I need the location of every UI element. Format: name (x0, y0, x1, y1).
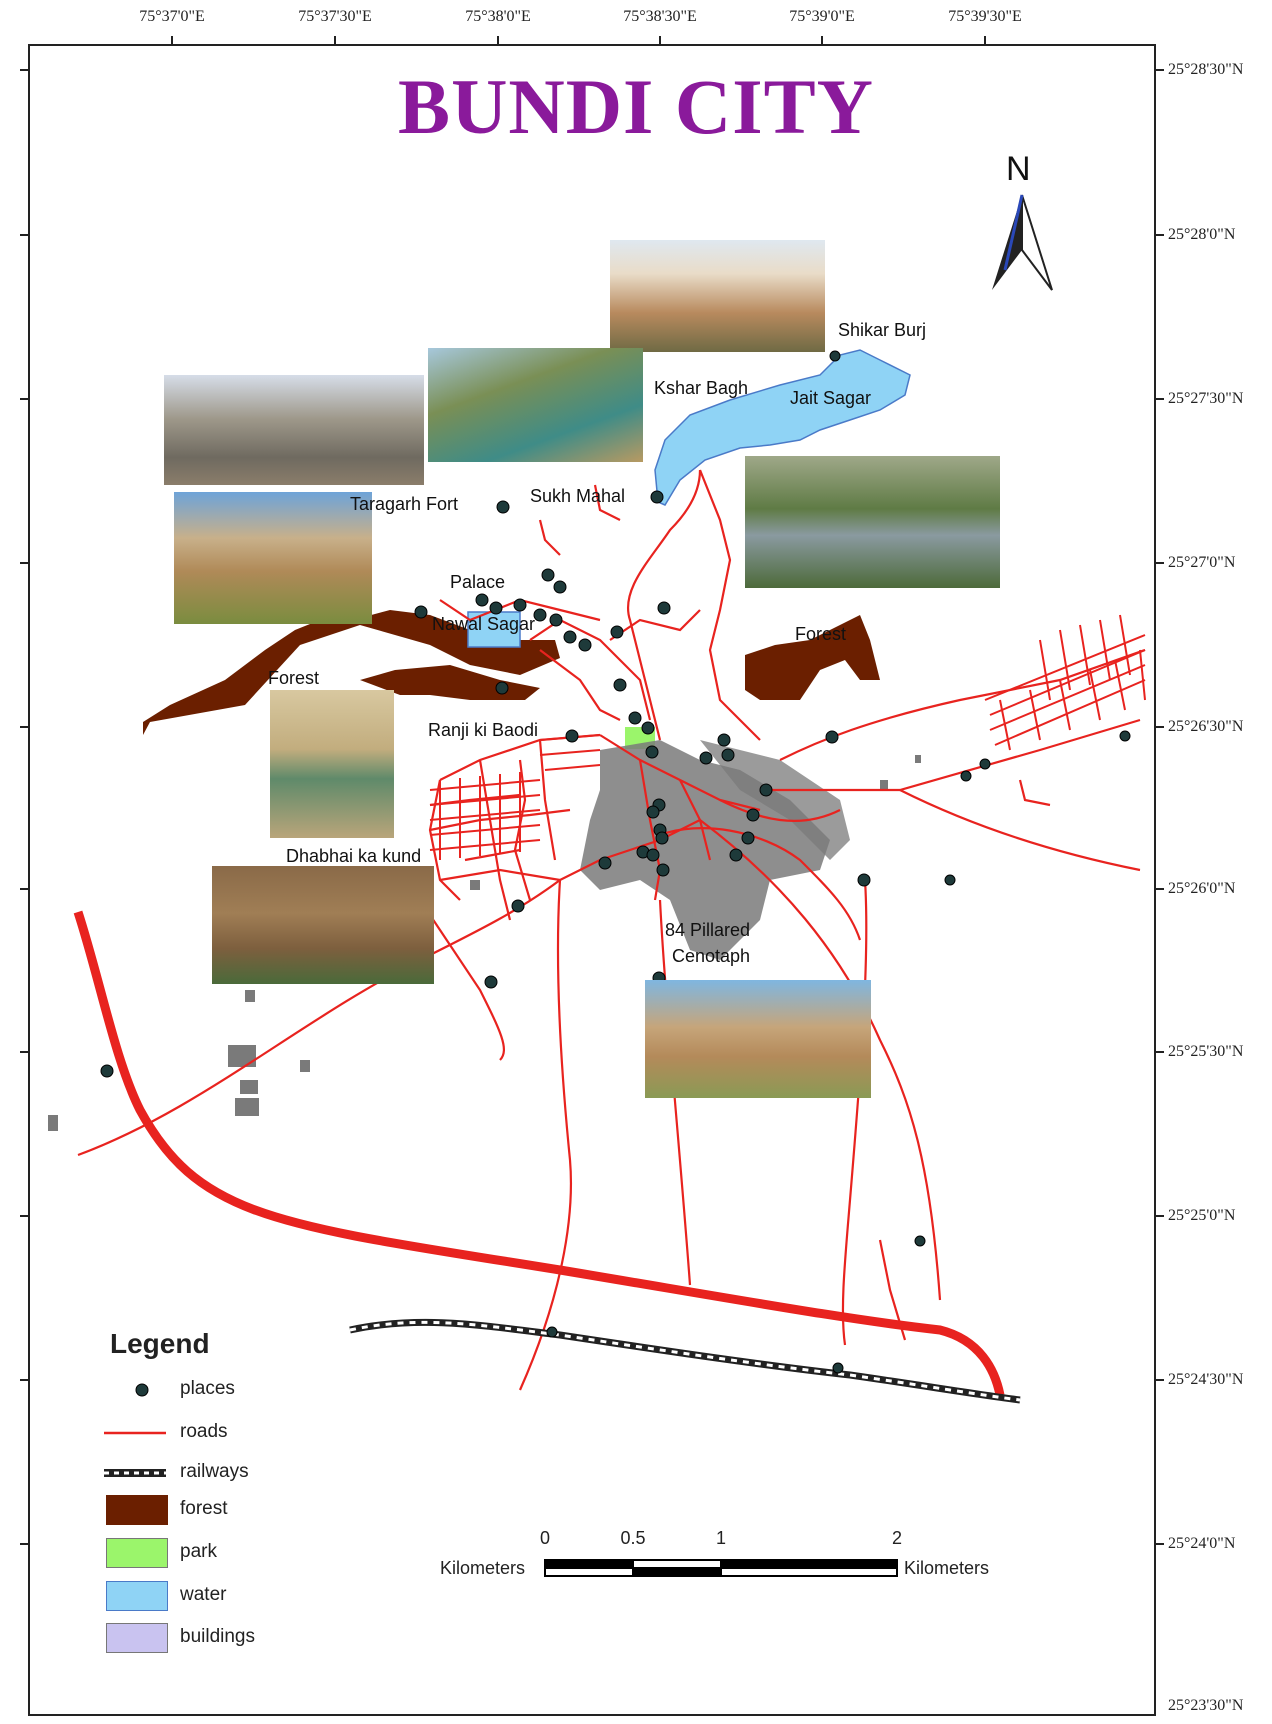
kshar-bagh-photo (428, 348, 643, 462)
scale-tick-label: 0.5 (620, 1528, 646, 1548)
railway-line (349, 1318, 1021, 1404)
cenotaph-photo (645, 980, 871, 1098)
scale-bar (544, 1559, 898, 1577)
map-frame (28, 44, 1156, 1716)
legend-item-places: places (100, 1372, 360, 1408)
legend-label: places (180, 1378, 235, 1399)
latitude-label: 25°26'0"N (1168, 880, 1236, 897)
forest-swatch (106, 1495, 168, 1525)
water-swatch (106, 1581, 168, 1611)
park-swatch (106, 1538, 168, 1568)
taragarh-fort-photo (164, 375, 424, 485)
latitude-label: 25°25'30"N (1168, 1043, 1244, 1060)
label-kshar-bagh: Kshar Bagh (654, 378, 749, 398)
ranji-ki-baodi-photo (270, 690, 394, 838)
buildings-swatch (106, 1623, 168, 1653)
legend-label: forest (180, 1498, 228, 1519)
legend-item-forest: forest (100, 1492, 360, 1528)
label-jait-sagar: Jait Sagar (790, 388, 872, 408)
latitude-label: 25°28'30"N (1168, 61, 1244, 78)
dhabhai-ka-kund-photo (212, 866, 434, 984)
scale-unit-right: Kilometers (904, 1558, 990, 1578)
legend-item-water: water (100, 1578, 360, 1614)
longitude-label: 75°37'30"E (298, 8, 372, 25)
legend-item-park: park (100, 1535, 360, 1571)
legend-item-roads: roads (100, 1415, 360, 1451)
latitude-label: 25°25'0"N (1168, 1207, 1236, 1224)
latitude-label: 25°26'30"N (1168, 718, 1244, 735)
legend-label: roads (180, 1421, 228, 1442)
jait-sagar-photo (745, 456, 1000, 588)
longitude-label: 75°37'0"E (139, 8, 205, 25)
roads-symbol-icon (104, 1431, 166, 1435)
palace-photo (174, 492, 372, 624)
label-forest-east: Forest (795, 624, 847, 644)
longitude-label: 75°38'0"E (465, 8, 531, 25)
places-symbol-icon (135, 1383, 149, 1397)
legend-item-railways: railways (100, 1455, 360, 1491)
latitude-label: 25°23'30"N (1168, 1697, 1244, 1714)
label-taragarh-fort: Taragarh Fort (350, 494, 459, 514)
shikar-burj-photo (610, 240, 825, 352)
road-network (73, 469, 1146, 1396)
label-nawal-sagar: Nawal Sagar (432, 614, 536, 634)
scale-tick-label: 1 (715, 1528, 727, 1548)
label-palace: Palace (450, 572, 506, 592)
label-sukh-mahal: Sukh Mahal (530, 486, 626, 506)
legend-label: buildings (180, 1626, 255, 1647)
label-dhabhai-ka-kund: Dhabhai ka kund (286, 846, 422, 866)
forest-east-area (745, 615, 880, 700)
latitude-label: 25°27'30"N (1168, 390, 1244, 407)
longitude-label: 75°39'30"E (948, 8, 1022, 25)
longitude-label: 75°38'30"E (623, 8, 697, 25)
legend-label: railways (180, 1461, 249, 1482)
label-forest-west: Forest (268, 668, 320, 688)
north-arrow (992, 194, 1053, 291)
legend: Legend places roads railways forest park… (100, 1320, 360, 1660)
legend-label: water (180, 1584, 227, 1605)
latitude-label: 25°24'30"N (1168, 1371, 1244, 1388)
railways-symbol-icon (104, 1469, 166, 1477)
label-cenotaph-line2: Cenotaph (672, 946, 751, 966)
forest-west-area (143, 610, 560, 735)
scale-unit-left: Kilometers (440, 1558, 526, 1578)
legend-label: park (180, 1541, 217, 1562)
label-cenotaph-line1: 84 Pillared (665, 920, 751, 940)
latitude-label: 25°28'0"N (1168, 226, 1236, 243)
road-grid-west (429, 734, 601, 860)
label-ranji-ki-baodi: Ranji ki Baodi (428, 720, 539, 740)
graticule-ticks (20, 36, 1164, 1545)
longitude-label: 75°39'0"E (789, 8, 855, 25)
label-shikar-burj: Shikar Burj (838, 320, 927, 340)
scale-tick-label: 2 (891, 1528, 903, 1548)
road-grid-east (984, 614, 1146, 751)
legend-item-buildings: buildings (100, 1620, 360, 1656)
north-label: N (1006, 150, 1031, 188)
latitude-label: 25°24'0"N (1168, 1535, 1236, 1552)
scale-tick-label: 0 (539, 1528, 551, 1548)
map-title: BUNDI CITY (398, 63, 874, 150)
forest-west-lower (360, 665, 540, 700)
jait-sagar-lake (654, 349, 911, 506)
latitude-label: 25°27'0"N (1168, 554, 1236, 571)
legend-title: Legend (110, 1328, 210, 1359)
